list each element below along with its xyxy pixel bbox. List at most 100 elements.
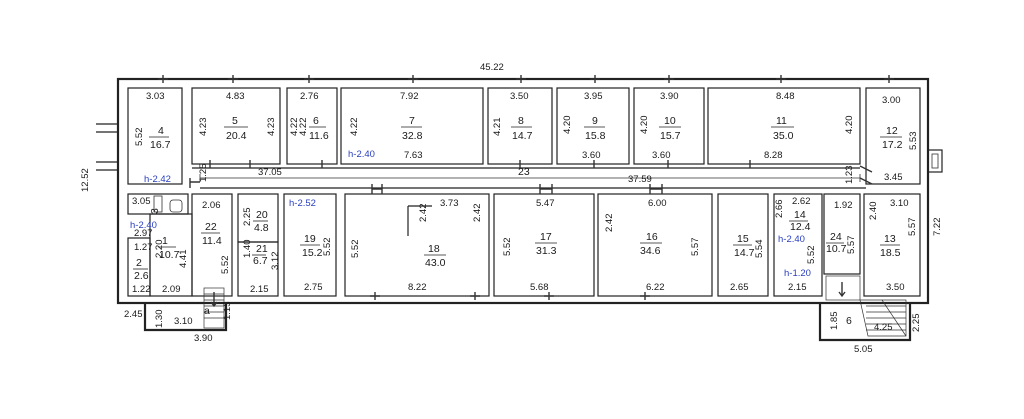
corridor-dim-line	[199, 174, 861, 182]
left-porch-stairs	[203, 287, 225, 329]
room-19-height: h-2.52	[289, 198, 316, 209]
left-porch-width: 2.45	[124, 309, 143, 320]
room-8-dim-top: 3.50	[510, 91, 529, 102]
room-16-dim-top: 6.00	[648, 198, 667, 209]
room-9-dim-side: 4.20	[562, 116, 573, 135]
room-7-height: h-2.40	[348, 149, 375, 160]
room-9-number: 9	[592, 115, 598, 127]
room-21: 1.40 21 6.7 3.12 2.15	[242, 240, 281, 296]
room-13-area: 18.5	[880, 247, 901, 259]
room-6-dim-top: 2.76	[300, 91, 319, 102]
room-22-dim-top: 2.06	[202, 200, 221, 211]
room-4-height: h-2.42	[144, 174, 171, 185]
room-a-number: a	[204, 305, 210, 317]
overall-width: 45.22	[480, 62, 504, 73]
room-22-height: h-2.40	[130, 220, 157, 231]
room-9-dim-top: 3.95	[584, 91, 603, 102]
room-14-dim-left: 2.66	[774, 200, 785, 219]
room-13-outline	[863, 193, 921, 297]
room-7-dim-left: 4.22	[349, 118, 360, 137]
room-22-number: 22	[205, 221, 217, 233]
room-18-dim-top: 3.73	[440, 198, 459, 209]
room-a-dim-2: 1.15	[222, 302, 233, 321]
room-16-dim-bottom: 6.22	[646, 282, 665, 293]
corridor-dim-1: 1.25	[198, 164, 209, 183]
room-1-dim-bottom: 2.09	[162, 284, 181, 295]
room-1-dim-side: 4.41	[178, 250, 189, 269]
room-9-outline	[556, 87, 630, 165]
room-11-dim-side: 4.20	[844, 116, 855, 135]
room-15-outline	[717, 193, 769, 297]
room-19-dim-bottom: 2.75	[304, 282, 323, 293]
left-entrance	[96, 123, 118, 171]
sink-fixture	[153, 195, 163, 213]
right-porch-wall	[818, 303, 912, 342]
right-entrance-inner	[931, 153, 939, 169]
room-21-number: 21	[256, 243, 268, 255]
room-21-outline	[237, 241, 279, 297]
room-7: 7.92 4.22 7 32.8 h-2.40 7.63	[348, 91, 423, 161]
room-12: 3.00 5.53 12 17.2 3.45	[880, 95, 919, 183]
room-8-area: 14.7	[512, 130, 533, 142]
corridor-dim-2: 1.23	[844, 166, 855, 185]
room-19-outline	[283, 193, 337, 297]
room-a: 3.10 a 1.15	[174, 302, 233, 328]
left-porch-depth: 1.30	[154, 310, 165, 329]
room-10-number: 10	[664, 115, 676, 127]
room-20-number: 20	[256, 209, 268, 221]
room-15-number: 15	[737, 233, 749, 245]
room-17: 5.47 5.52 17 31.3 5.68	[502, 198, 557, 293]
room-12-dim-bottom: 3.45	[884, 172, 903, 183]
room-5-dim-left: 4.23	[198, 118, 209, 137]
room-10: 3.90 4.20 10 15.7 3.60	[639, 91, 681, 161]
room-16-area: 34.6	[640, 245, 661, 257]
left-porch-wall	[143, 303, 228, 332]
room-5-number: 5	[232, 115, 238, 127]
room-13-dim-left: 2.40	[868, 202, 879, 221]
room-22-dim-side: 5.52	[220, 256, 231, 275]
room-11-area: 35.0	[773, 130, 794, 142]
room-5-dim-right: 4.23	[266, 118, 277, 137]
right-porch-inner	[825, 275, 861, 301]
room-1-number: 1	[162, 235, 168, 247]
room-12-outline	[865, 87, 921, 185]
toilet-fixture	[169, 199, 183, 213]
room-18-dim-partition: 2.42	[418, 204, 429, 223]
room-17-area: 31.3	[536, 245, 557, 257]
room-18-outline	[344, 193, 490, 297]
room-12-number: 12	[886, 125, 898, 137]
room-17-dim-bottom: 5.68	[530, 282, 549, 293]
left-porch-total: 3.90	[194, 333, 213, 344]
corridor-length: 37.05	[258, 167, 282, 178]
room-16-outline	[597, 193, 713, 297]
room-9-dim-bottom: 3.60	[582, 150, 601, 161]
room-5: 4.83 4.23 4.23 5 20.4	[198, 91, 277, 142]
room-16-dim-right: 5.57	[690, 238, 701, 257]
room-17-number: 17	[540, 231, 552, 243]
room-18: 5.52 2.42 3.73 2.42 18 43.0 8.22	[350, 198, 483, 293]
room-24-area: 10.7	[826, 243, 847, 255]
room-20-area: 4.8	[254, 222, 269, 234]
room-9: 3.95 4.20 9 15.8 3.60	[562, 91, 606, 161]
room-7-number: 7	[409, 115, 415, 127]
room-4: 3.03 5.52 4 16.7 h-2.42	[134, 91, 171, 185]
room-12-dim-side: 5.53	[908, 132, 919, 151]
right-porch-width: 4.25	[874, 322, 893, 333]
room-4-area: 16.7	[150, 139, 171, 151]
room-8: 3.50 4.21 8 14.7	[492, 91, 533, 142]
room-16-dim-left: 2.42	[604, 214, 615, 233]
room-2-dim-top: 1.27	[134, 242, 153, 253]
room-14-number: 14	[794, 209, 806, 221]
room-21-dim-bottom: 2.15	[250, 284, 269, 295]
room-4-dim-top: 3.03	[146, 91, 165, 102]
room-14-dim-bottom: 2.15	[788, 282, 807, 293]
room-2: 1.27 2 2.6 1.22 2.20	[132, 240, 165, 296]
room-24-number: 24	[830, 231, 842, 243]
room-14-dim-top: 2.62	[792, 196, 811, 207]
room-13-dim-bottom: 3.50	[886, 282, 905, 293]
room-3-number: 3	[149, 208, 161, 214]
right-porch-room: 6	[846, 315, 852, 327]
room-9-area: 15.8	[585, 130, 606, 142]
room-14: 2.62 2.66 14 12.4 h-2.40 5.52 h-1.20 2.1…	[774, 196, 817, 293]
